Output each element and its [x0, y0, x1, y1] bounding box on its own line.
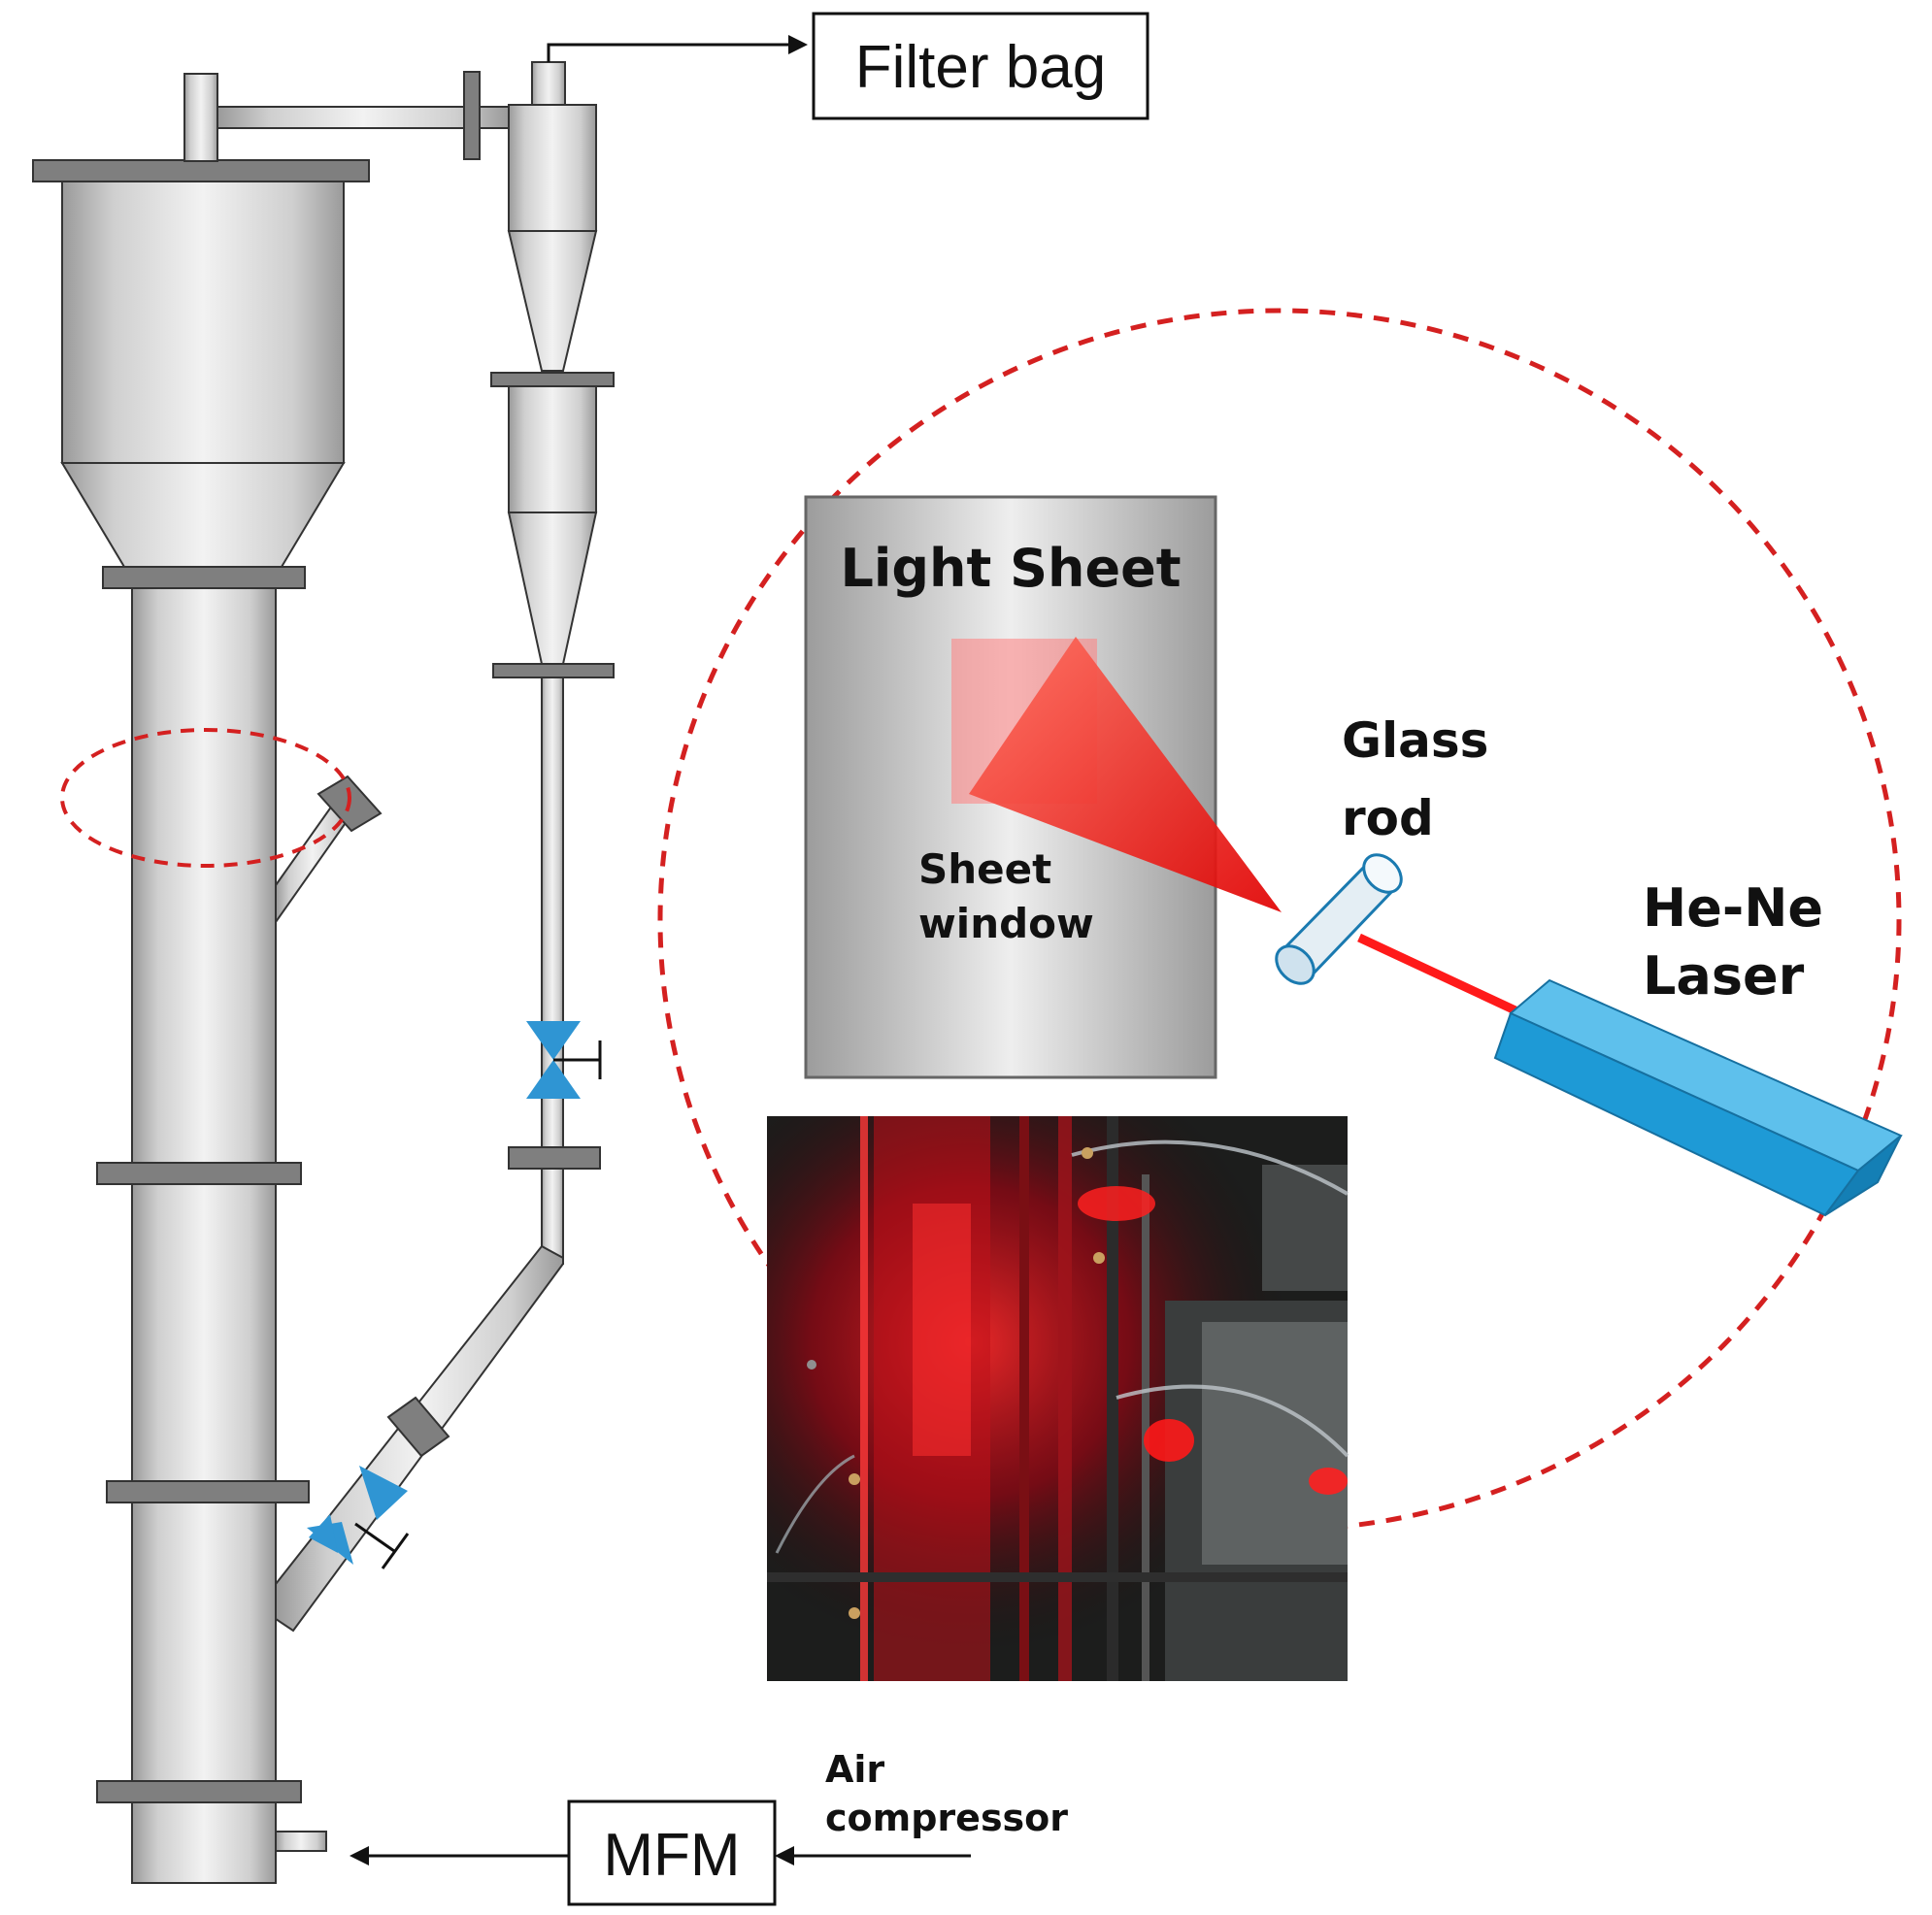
glass-rod-label-1: Glass — [1342, 712, 1488, 769]
cyclone-flange-2 — [492, 663, 615, 678]
filter-bag-label: Filter bag — [855, 34, 1106, 101]
light-sheet-box: Light Sheet Sheet window — [804, 495, 1282, 1079]
sheet-window-label-1: Sheet — [918, 845, 1051, 893]
top-lid-flange — [32, 159, 370, 182]
mfm-box: MFM — [350, 1799, 971, 1906]
standpipe — [541, 677, 564, 1265]
air-compressor-label-2: compressor — [825, 1797, 1068, 1839]
hopper-body — [508, 385, 597, 513]
laser-label-2: Laser — [1643, 945, 1805, 1007]
sheet-window-label-2: window — [918, 900, 1094, 947]
main-column — [131, 587, 277, 1884]
gate-valve-icon[interactable] — [307, 1466, 410, 1569]
cyclone-cone — [507, 230, 598, 372]
laser-beam — [1357, 933, 1536, 1024]
glass-rod-label-2: rod — [1342, 790, 1434, 846]
compressor-to-mfm-arrowhead — [775, 1846, 794, 1865]
riser-column — [32, 71, 510, 1884]
filter-bag-box: Filter bag — [547, 12, 1149, 120]
filter-bag-arrow-line — [547, 43, 788, 62]
return-leg-coupling — [386, 1396, 450, 1458]
cyclone-gas-outlet — [531, 61, 566, 108]
mfm-label: MFM — [603, 1822, 740, 1889]
laser-sheet-photo — [767, 1116, 1349, 1681]
hopper-cone — [507, 512, 598, 665]
standpipe-flange — [508, 1146, 601, 1170]
crossover-flange — [463, 71, 481, 160]
cyclone-body — [508, 104, 597, 232]
flange-3 — [106, 1480, 310, 1503]
flange-1 — [102, 566, 306, 589]
viewing-region-highlight — [60, 728, 351, 868]
upper-cone — [60, 462, 346, 568]
upper-vessel — [61, 181, 345, 464]
flange-2 — [96, 1162, 302, 1185]
flange-4 — [96, 1780, 302, 1803]
air-inlet-nozzle — [275, 1831, 327, 1852]
top-exit-pipe — [183, 73, 218, 162]
air-compressor-label-1: Air — [825, 1748, 884, 1791]
he-ne-laser — [1493, 978, 1903, 1217]
filter-bag-arrowhead — [788, 35, 808, 54]
cyclone-flange-1 — [490, 372, 615, 387]
light-sheet-title: Light Sheet — [840, 538, 1181, 599]
laser-end-face — [1824, 1135, 1902, 1216]
laser-light-sheet — [969, 637, 1282, 912]
cyclone-standpipe — [275, 61, 615, 1633]
gate-valve-icon[interactable] — [526, 1021, 602, 1099]
mfm-to-riser-arrowhead — [350, 1846, 369, 1865]
glass-rod — [1275, 853, 1403, 985]
laser-label-1: He-Ne — [1643, 877, 1823, 939]
